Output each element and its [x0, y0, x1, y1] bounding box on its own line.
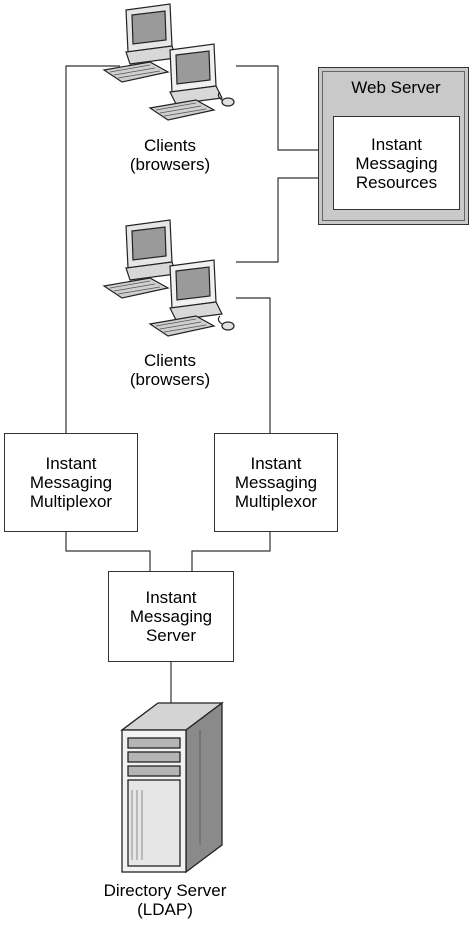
- line-left-multiplexor-to-server: [65, 532, 151, 571]
- line-top-clients-to-left-multiplexor: [65, 65, 120, 433]
- web-server-inner-frame: [322, 71, 465, 221]
- multiplexor-left-line-2: Messaging: [29, 473, 113, 492]
- im-server-line-1: Instant: [145, 588, 197, 607]
- multiplexor-right-line-2: Messaging: [234, 473, 318, 492]
- directory-server-line-1: Directory Server: [103, 881, 227, 900]
- web-server-title: Web Server: [351, 78, 441, 97]
- line-resources-to-mid-clients: [236, 177, 333, 263]
- connector-lines: [65, 65, 333, 703]
- im-server-line-3: Server: [145, 626, 197, 645]
- multiplexor-right-line-1: Instant: [250, 454, 302, 473]
- multiplexor-right-box: Instant Messaging Multiplexor: [214, 433, 338, 532]
- im-server-line-2: Messaging: [129, 607, 213, 626]
- multiplexor-left-line-3: Multiplexor: [29, 492, 113, 511]
- resources-line-1: Instant: [370, 134, 423, 154]
- directory-server-label: Directory Server (LDAP): [60, 881, 270, 919]
- resources-line-2: Messaging: [355, 153, 438, 173]
- clients-top-line-1: Clients: [144, 136, 196, 155]
- clients-top-label: Clients (browsers): [110, 136, 230, 174]
- multiplexor-left-line-1: Instant: [45, 454, 97, 473]
- clients-mid-line-2: (browsers): [129, 370, 211, 389]
- clients-mid-label: Clients (browsers): [110, 351, 230, 389]
- line-mid-clients-to-right-multiplexor: [236, 297, 271, 433]
- client-computers-top-icon: [102, 3, 235, 121]
- im-server-box: Instant Messaging Server: [108, 571, 234, 662]
- multiplexor-left-box: Instant Messaging Multiplexor: [4, 433, 138, 532]
- multiplexor-right-line-3: Multiplexor: [234, 492, 318, 511]
- instant-messaging-resources-box: Instant Messaging Resources: [333, 116, 460, 210]
- client-computers-mid-icon: [102, 219, 235, 337]
- line-top-clients-to-resources: [236, 65, 333, 151]
- directory-server-line-2: (LDAP): [137, 900, 193, 919]
- line-right-multiplexor-to-server: [191, 532, 271, 571]
- resources-line-3: Resources: [355, 172, 438, 192]
- clients-top-line-2: (browsers): [129, 155, 211, 174]
- directory-server-tower-icon: [120, 701, 224, 874]
- clients-mid-line-1: Clients: [144, 351, 196, 370]
